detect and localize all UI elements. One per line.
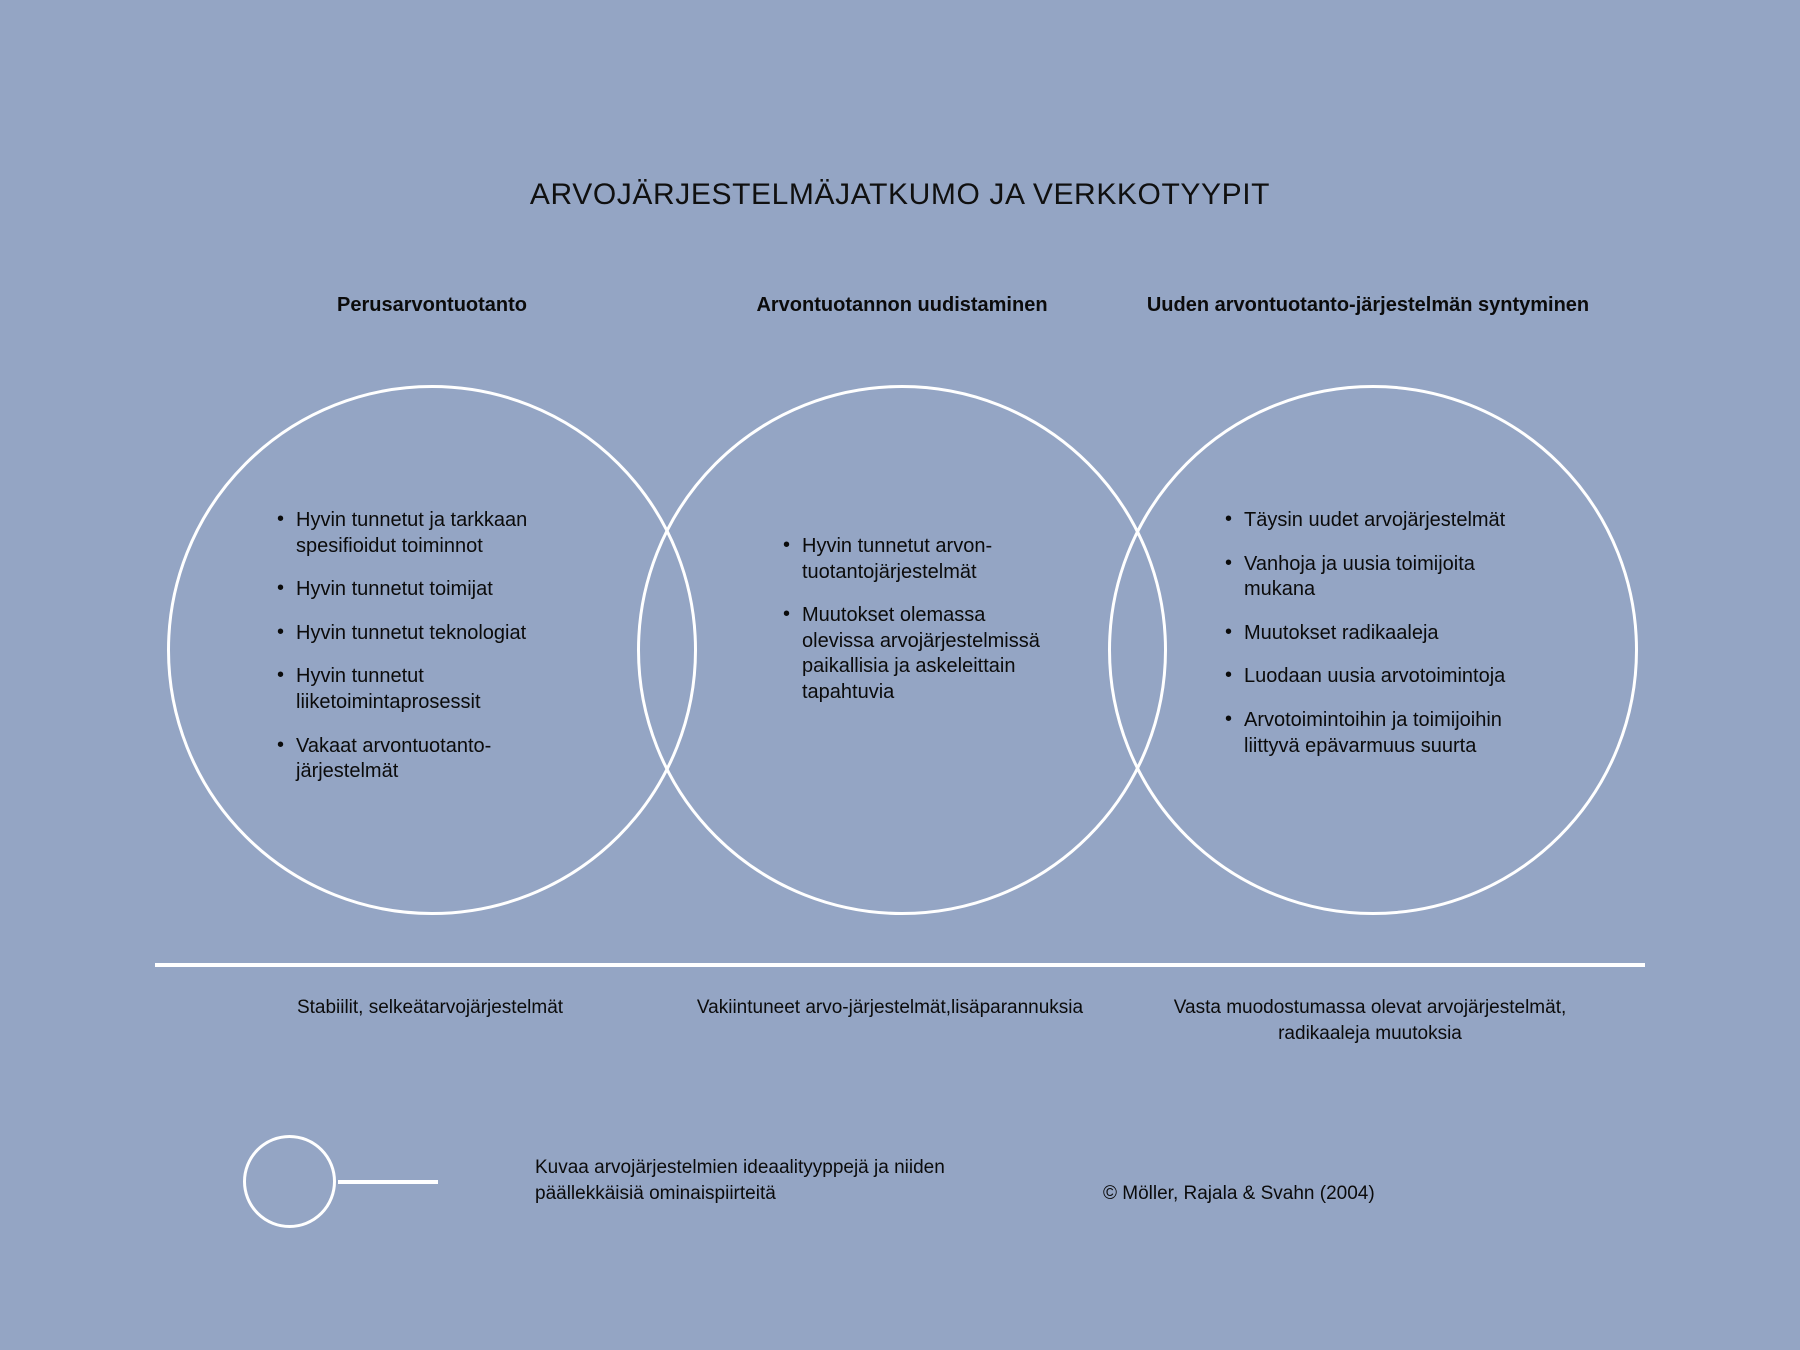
list-item: Täysin uudet arvojärjestelmät <box>1225 507 1525 534</box>
list-item: Hyvin tunnetut toimijat <box>277 576 567 603</box>
list-item: Muutokset olemassa olevissa arvojärjeste… <box>783 602 1043 705</box>
list-item: Hyvin tunnetut teknologiat <box>277 620 567 647</box>
page-title: ARVOJÄRJESTELMÄJATKUMO JA VERKKOTYYPIT <box>529 178 1271 211</box>
credit-line: © Möller, Rajala & Svahn (2004) <box>1103 1183 1375 1204</box>
list-item: Vanhoja ja uusia toimijoita mukana <box>1225 551 1525 603</box>
column-header-3: Uuden arvontuotanto-järjestelmän syntymi… <box>1146 294 1590 316</box>
list-item: Hyvin tunnetut ja tarkkaan spesifioidut … <box>277 507 567 559</box>
bullet-list-3: Täysin uudet arvojärjestelmät Vanhoja ja… <box>1225 507 1525 759</box>
legend-label: Kuvaa arvojärjestelmien ideaalityyppejä … <box>535 1157 945 1205</box>
column-header-1: Perusarvontuotanto <box>336 294 528 316</box>
column-caption-2: Vakiintuneet arvo-järjestelmät,lisäparan… <box>696 997 1084 1018</box>
column-caption-3: Vasta muodostumassa olevat arvojärjestel… <box>1173 997 1567 1045</box>
legend: Kuvaa arvojärjestelmien ideaalityyppejä … <box>243 1135 1343 1245</box>
list-item: Luodaan uusia arvotoimintoja <box>1225 663 1525 690</box>
list-item: Hyvin tunnetut arvon-tuotantojärjestelmä… <box>783 533 1043 585</box>
column-caption-1: Stabiilit, selkeätarvojärjestelmät <box>296 997 564 1018</box>
list-item: Arvotoimintoihin ja toimijoihin liittyvä… <box>1225 707 1525 759</box>
bullet-list-1: Hyvin tunnetut ja tarkkaan spesifioidut … <box>277 507 567 785</box>
list-item: Muutokset radikaaleja <box>1225 620 1525 647</box>
list-item: Hyvin tunnetut liiketoimintaprosessit <box>277 663 567 715</box>
legend-line-icon <box>338 1180 438 1184</box>
legend-circle-icon <box>243 1135 336 1228</box>
bullet-list-2: Hyvin tunnetut arvon-tuotantojärjestelmä… <box>783 533 1043 706</box>
column-header-2: Arvontuotannon uudistaminen <box>756 294 1048 316</box>
list-item: Vakaat arvontuotanto-järjestelmät <box>277 733 567 785</box>
horizontal-divider <box>155 963 1645 967</box>
